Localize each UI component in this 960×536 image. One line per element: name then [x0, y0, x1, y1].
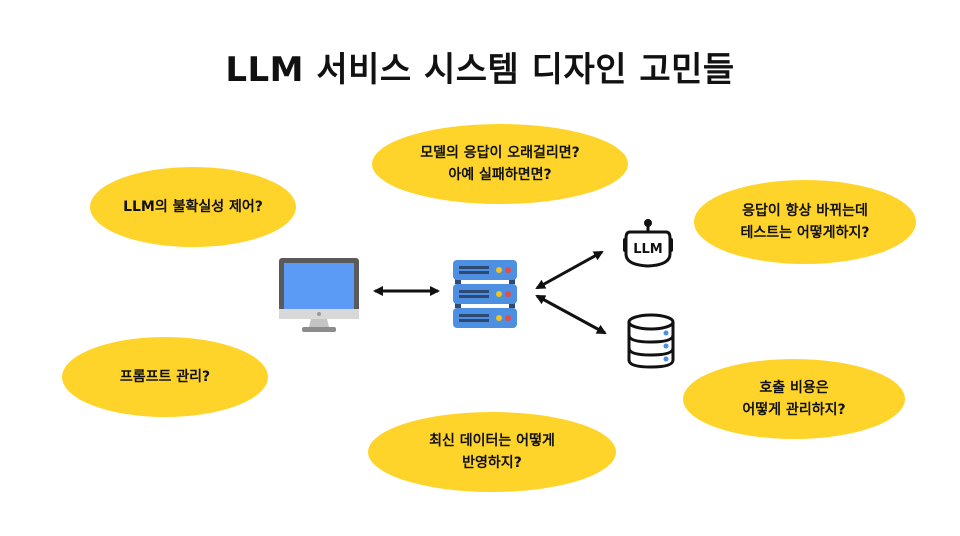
llm-badge-label: LLM: [633, 242, 663, 257]
bubble-freshness-line-2: 반영하지?: [462, 455, 522, 471]
bubble-latency: 모델의 응답이 오래걸리면? 아예 실패하면면?: [372, 124, 628, 204]
bubble-cost-line-1: 호출 비용은: [759, 380, 829, 396]
database-icon: [627, 313, 675, 369]
bubble-cost-line-2: 어떻게 관리하지?: [742, 402, 846, 418]
bubble-uncertainty-line-1: LLM의 불확실성 제어?: [123, 199, 263, 215]
bubble-uncertainty: LLM의 불확실성 제어?: [90, 167, 296, 247]
bubble-prompt: 프롬프트 관리?: [62, 337, 268, 417]
bubble-prompt-line-1: 프롬프트 관리?: [119, 369, 211, 385]
bubble-latency-line-1: 모델의 응답이 오래걸리면?: [420, 145, 580, 161]
bubble-latency-line-2: 아예 실패하면면?: [448, 167, 552, 183]
bubble-testing: 응답이 항상 바뀌는데 테스트는 어떻게하지?: [694, 180, 916, 264]
bubble-freshness: 최신 데이터는 어떻게 반영하지?: [368, 412, 616, 492]
llm-robot-icon: LLM: [623, 219, 673, 268]
bubble-freshness-line-1: 최신 데이터는 어떻게: [429, 433, 555, 449]
computer-monitor-icon: [279, 258, 359, 332]
server-rack-icon: [453, 260, 517, 328]
bubble-testing-line-2: 테스트는 어떻게하지?: [740, 225, 870, 241]
arrow-server-llm: [535, 250, 604, 290]
arrow-server-database: [535, 294, 607, 335]
page-title: LLM 서비스 시스템 디자인 고민들: [225, 50, 735, 90]
bubble-cost: 호출 비용은 어떻게 관리하지?: [683, 359, 905, 439]
bubble-testing-line-1: 응답이 항상 바뀌는데: [742, 203, 868, 219]
